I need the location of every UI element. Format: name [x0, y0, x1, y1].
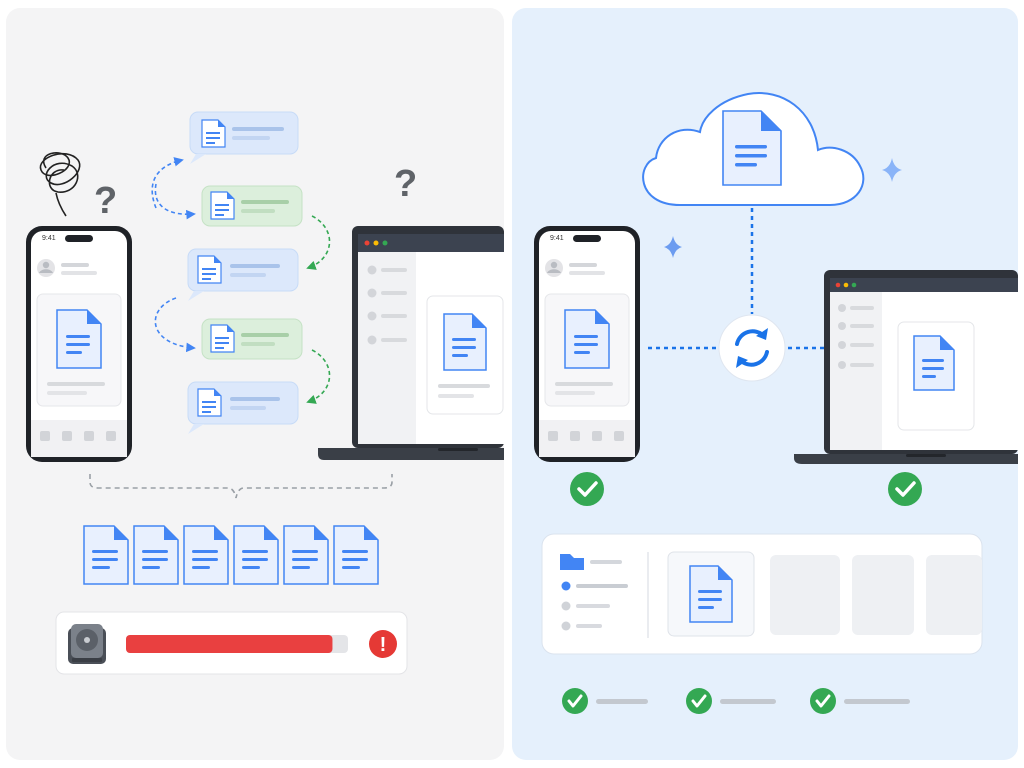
document-icon: [913, 335, 955, 391]
document-icon: [210, 191, 235, 220]
cloud-sync-illustration: [534, 92, 1018, 714]
storage-fill: [126, 635, 333, 653]
check-circle-icon: [562, 688, 588, 714]
duplicate-file-icon: [183, 525, 229, 585]
left-panel-chaos: ? ?: [6, 8, 504, 760]
sparkle-icon: [664, 236, 682, 258]
message-bubble-green: [201, 318, 303, 360]
exclamation-alert-icon: !: [369, 630, 397, 658]
arrow-green: [306, 215, 331, 270]
message-bubble-blue: [187, 381, 299, 434]
document-icon: [689, 565, 733, 623]
arrow-blue: [154, 183, 196, 220]
avatar: [37, 259, 55, 277]
right-panel-synced: 9:41: [512, 8, 1018, 760]
duplicate-file-icon: [83, 525, 129, 585]
check-circle-icon: [888, 472, 922, 506]
phone-clock: 9:41: [42, 235, 56, 242]
phone-device: [534, 226, 640, 462]
sync-arrows-icon: [718, 314, 786, 382]
arrow-blue: [154, 297, 196, 353]
cloud-icon: [642, 92, 865, 206]
duplicate-file-icon: [133, 525, 179, 585]
document-icon: [564, 309, 610, 369]
arrow-green: [306, 349, 331, 404]
document-icon: [56, 309, 102, 369]
document-icon: [201, 119, 226, 148]
check-circle-icon: [810, 688, 836, 714]
document-icon: [197, 388, 222, 417]
merge-bracket: [89, 474, 393, 499]
tangled-scribble-icon: [39, 152, 81, 217]
folder-icon: [560, 554, 584, 570]
message-bubble-blue: [187, 248, 299, 301]
message-bubble-green: [201, 185, 303, 227]
check-circle-icon: [570, 472, 604, 506]
svg-text:!: !: [380, 634, 387, 656]
sparkle-icon: [882, 158, 902, 182]
hard-drive-icon: [68, 624, 106, 664]
avatar: [545, 259, 563, 277]
laptop-device: [794, 270, 1018, 464]
duplicate-file-icon: [283, 525, 329, 585]
arrow-blue: [151, 157, 184, 209]
document-icon: [210, 324, 235, 353]
chaos-illustration: ? ?: [26, 111, 504, 675]
phone-device: [26, 226, 132, 462]
duplicate-file-icon: [333, 525, 379, 585]
message-bubble-blue: [189, 111, 299, 164]
question-mark: ?: [394, 163, 417, 205]
document-icon: [443, 313, 487, 371]
document-icon: [722, 110, 782, 186]
phone-clock: 9:41: [550, 235, 564, 242]
file-browser-card: [541, 533, 983, 655]
question-mark: ?: [94, 180, 117, 222]
check-circle-icon: [686, 688, 712, 714]
duplicate-files-row: [83, 525, 379, 585]
laptop-device: [318, 226, 504, 460]
document-icon: [197, 255, 222, 284]
duplicate-file-icon: [233, 525, 279, 585]
storage-card: !: [55, 611, 408, 675]
